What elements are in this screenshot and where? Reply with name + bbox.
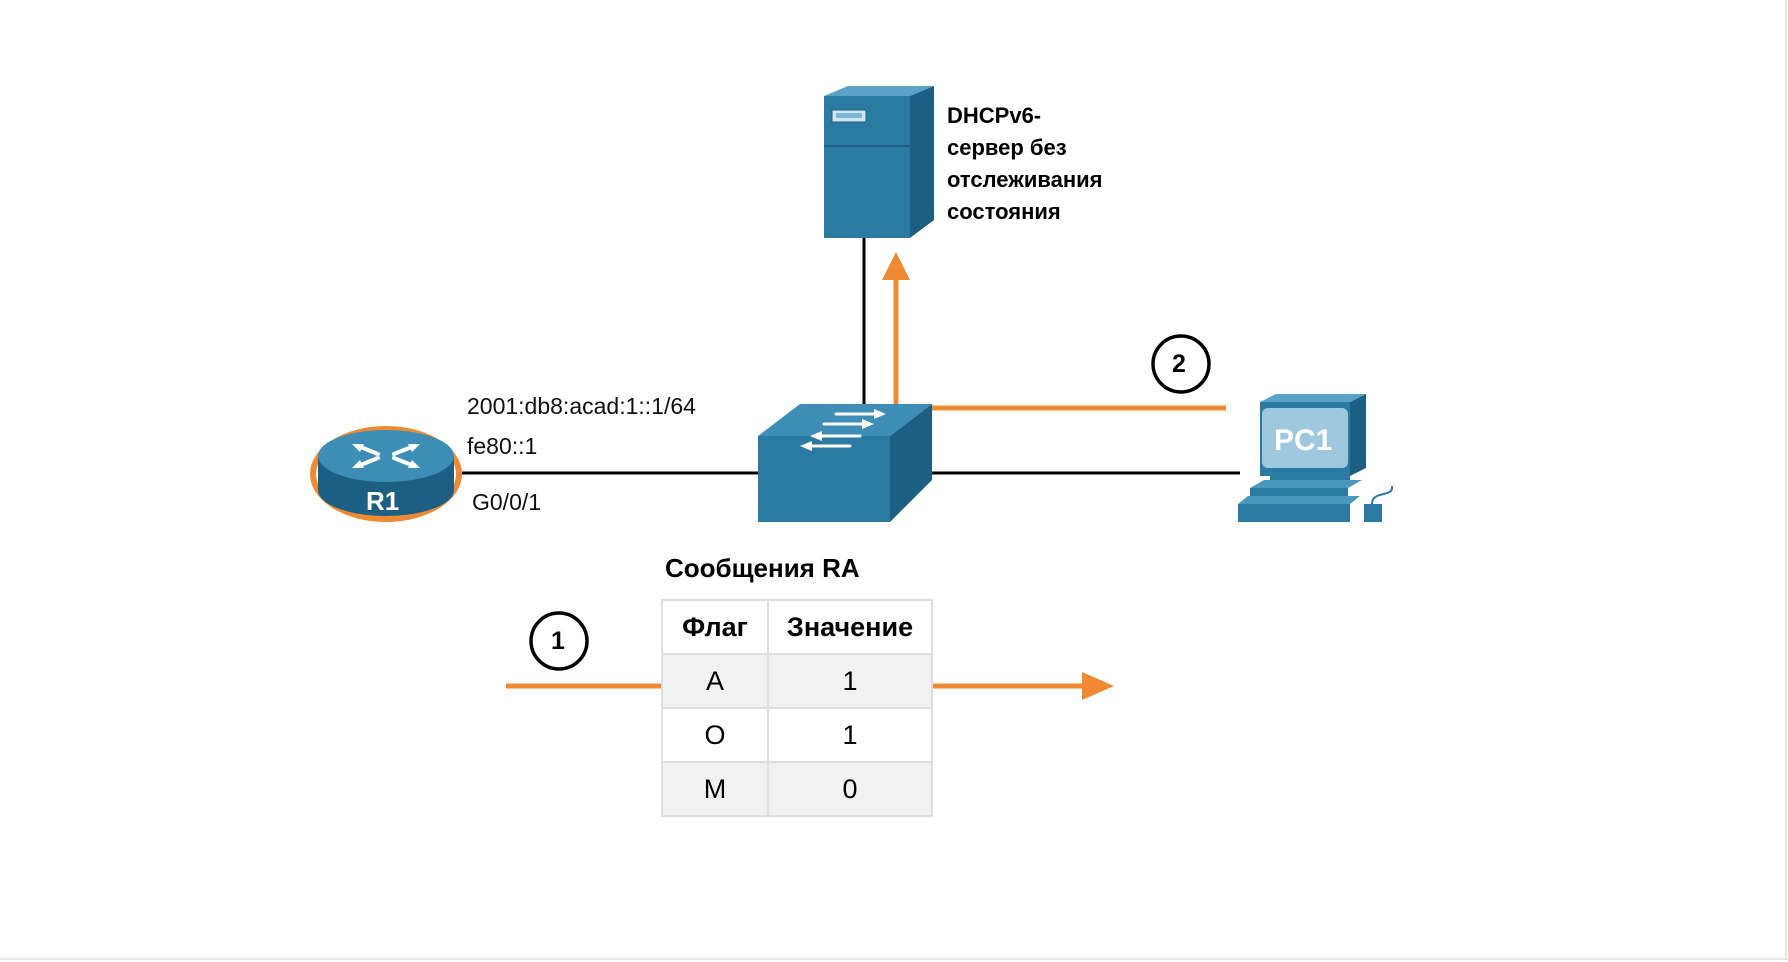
ra-table-header-row: Флаг Значение [661, 599, 933, 655]
step2-number: 2 [1172, 350, 1186, 378]
step2-arrowhead [882, 252, 910, 280]
ra-flag-cell: M [661, 761, 769, 817]
server-label-line-3: отслеживания [947, 167, 1103, 192]
router-interface: G0/0/1 [472, 489, 542, 515]
ra-flag-cell: A [661, 653, 769, 709]
table-row: O 1 [661, 707, 933, 763]
router-icon [310, 426, 462, 522]
server-label-line-1: DHCPv6- [947, 103, 1042, 128]
server-label: DHCPv6- сервер без отслеживания состояни… [947, 100, 1102, 228]
router-ipv6-global: 2001:db8:acad:1::1/64 [467, 393, 696, 419]
pc-name: PC1 [1274, 424, 1333, 457]
ra-table-header-value: Значение [767, 599, 933, 655]
step1-number: 1 [551, 627, 565, 655]
server-icon [824, 86, 934, 238]
step2-circle [1151, 334, 1211, 394]
ra-value-cell: 1 [767, 707, 933, 763]
ra-table-title: Сообщения RA [665, 553, 860, 583]
ra-value-cell: 1 [767, 653, 933, 709]
frame-bottom-border [0, 958, 1788, 960]
ra-flag-cell: O [661, 707, 769, 763]
frame-right-border [1785, 0, 1787, 960]
pc-icon [1238, 394, 1394, 522]
ra-table-header-flag: Флаг [661, 599, 769, 655]
ra-flags-table: Флаг Значение A 1 O 1 M 0 [661, 599, 933, 817]
server-label-line-2: сервер без [947, 135, 1067, 160]
switch-icon [758, 404, 932, 522]
ra-value-cell: 0 [767, 761, 933, 817]
step1-arrowhead [1082, 672, 1114, 700]
step1-circle [529, 611, 589, 671]
table-row: M 0 [661, 761, 933, 817]
router-ipv6-link-local: fe80::1 [467, 433, 538, 459]
table-row: A 1 [661, 653, 933, 709]
router-name: R1 [366, 486, 400, 516]
server-label-line-4: состояния [947, 199, 1061, 224]
